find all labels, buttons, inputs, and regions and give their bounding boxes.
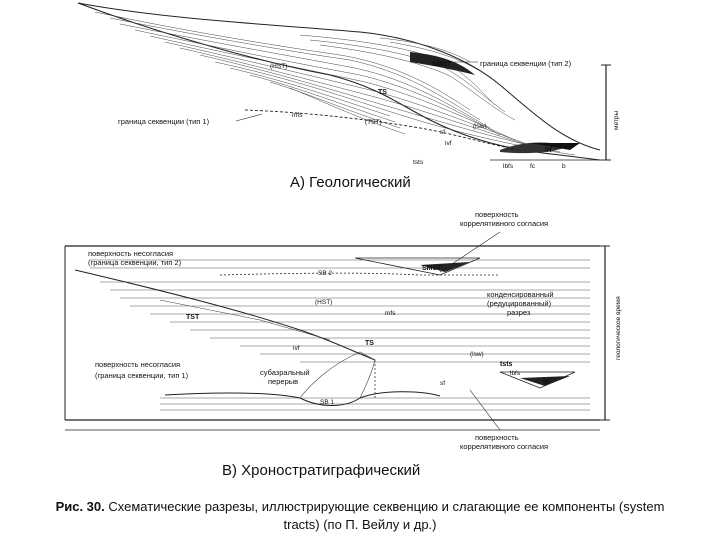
panel-a-section: граница секвенции (тип 2) граница секвен… <box>78 3 620 170</box>
label-tsts-b: tsts <box>500 361 513 368</box>
label-ivf-b: ivf <box>293 345 300 352</box>
label-correlative-bottom-1: поверхность <box>475 433 519 442</box>
label-mfs-b: mfs <box>385 310 396 317</box>
panel-b-section: поверхность коррелятивного согласия пове… <box>65 210 622 451</box>
label-hst-b: (HST) <box>315 299 332 306</box>
caption-label: Рис. 30. <box>56 499 105 514</box>
label-unconformity-type1-2: (граница секвенции, тип 1) <box>95 371 189 380</box>
label-correlative-top-1: поверхность <box>475 210 519 219</box>
axis-label-a: метры <box>613 111 620 130</box>
figure-caption: Рис. 30. Схематические разрезы, иллюстри… <box>40 498 680 534</box>
label-smst-b: SMST <box>422 265 442 272</box>
label-unconformity-type2-2: (граница секвенции, тип 2) <box>88 258 182 267</box>
label-lsw-b: (lsw) <box>470 351 484 358</box>
label-fc-a: fc <box>530 163 536 170</box>
label-ivf-a: ivf <box>445 140 452 147</box>
label-tst-b: TST <box>186 314 200 321</box>
label-unconformity-type1-1: поверхность несогласия <box>95 360 180 369</box>
label-subaerial-1: субазральный <box>260 368 310 377</box>
label-lsw-a: (lsw) <box>473 123 487 130</box>
label-sb2-b: SB 2 <box>318 270 332 277</box>
axis-label-b: геологическое время <box>615 296 622 360</box>
label-tst-a: (TST) <box>365 119 382 126</box>
label-condensed-1: конденсированный <box>487 290 554 299</box>
label-sb1-b: SB 1 <box>320 399 334 406</box>
label-condensed-2: (редуцированный) <box>487 299 552 308</box>
label-smst-a: SMST <box>432 61 452 68</box>
label-seq-boundary-type2: граница секвенции (тип 2) <box>480 59 572 68</box>
label-ts-b: TS <box>365 340 374 347</box>
label-lbfs-a: lbfs <box>503 163 514 170</box>
label-unconformity-type2-1: поверхность несогласия <box>88 249 173 258</box>
label-b-a: b <box>562 163 566 170</box>
label-bf-a: bf <box>545 147 552 154</box>
label-bf-b: bf <box>543 379 550 386</box>
panel-b-title: В) Хроностратиграфический <box>222 462 420 479</box>
label-tsts-a: tsts <box>413 159 424 166</box>
label-sf-a: sf <box>440 129 445 136</box>
label-correlative-top-2: коррелятивного согласия <box>460 219 548 228</box>
panel-a-title: А) Геологический <box>290 174 411 191</box>
label-ts-a: TS <box>378 89 387 96</box>
label-lbfs-b: lbfs <box>510 370 521 377</box>
label-seq-boundary-type1: граница секвенции (тип 1) <box>118 117 210 126</box>
caption-text: Схематические разрезы, иллюстрирующие се… <box>108 499 664 532</box>
label-subaerial-2: перерыв <box>268 377 298 386</box>
label-correlative-bottom-2: коррелятивного согласия <box>460 442 548 451</box>
label-condensed-3: разрез <box>507 308 531 317</box>
label-mfs-a: mfs <box>292 112 303 119</box>
label-sf-b: sf <box>440 380 445 387</box>
label-hst-a: (HST) <box>270 63 287 70</box>
